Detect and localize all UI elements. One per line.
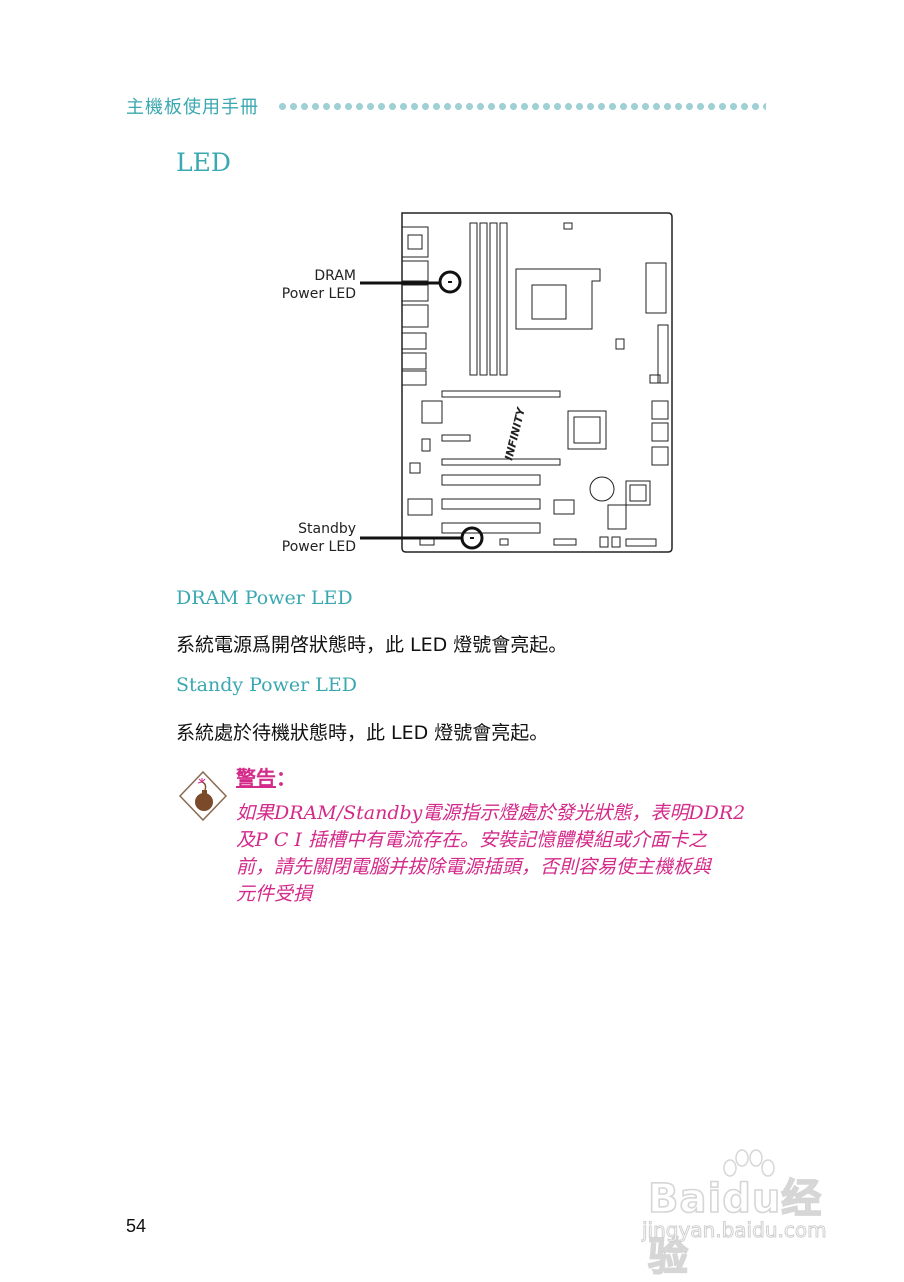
warning-line-1: 如果DRAM/Standby電源指示燈處於發光狀態，表明DDR2 (236, 802, 746, 824)
callout-standby-label: Standby Power LED (270, 520, 356, 556)
dram-text: 系統電源爲開啓狀態時，此 LED 燈號會亮起。 (176, 634, 568, 656)
callout-dram-line2: Power LED (281, 286, 356, 302)
watermark-url: jingyan.baidu.com (642, 1218, 828, 1243)
section-title: LED (176, 148, 231, 177)
warning-line-2: 及P C I 插槽中有電流存在。安裝記憶體模組或介面卡之 (236, 829, 707, 851)
header-title: 主機板使用手冊 (126, 97, 259, 118)
bomb-warning-icon (178, 770, 228, 822)
dram-heading: DRAM Power LED (176, 587, 353, 609)
warning-body: 如果DRAM/Standby電源指示燈處於發光狀態，表明DDR2 及P C I … (236, 800, 776, 908)
board-logo-text: INFINITY (502, 405, 528, 461)
warning-title: 警告： (236, 762, 296, 791)
running-header: 主機板使用手冊 (126, 92, 766, 120)
callout-dram-line1: DRAM (314, 268, 356, 284)
page-number: 54 (126, 1216, 147, 1236)
watermark-brand: Baidu经验 (647, 1175, 823, 1281)
standby-heading: Standy Power LED (176, 674, 357, 696)
standby-text: 系統處於待機狀態時，此 LED 燈號會亮起。 (176, 722, 549, 744)
warning-title-colon: ： (276, 766, 296, 790)
motherboard-diagram: INFINITY (360, 212, 673, 553)
warning-line-3: 前，請先關閉電腦并拔除電源插頭，否則容易使主機板與 (236, 856, 712, 878)
callout-standby-line2: Power LED (281, 539, 356, 555)
header-dot-rule (277, 101, 766, 111)
baidu-watermark: Baidu经验 jingyan.baidu.com (640, 1148, 860, 1281)
motherboard-figure: DRAM Power LED Standby Power LED (270, 205, 680, 560)
warning-line-4: 元件受損 (236, 883, 313, 905)
warning-title-text: 警告 (236, 766, 276, 790)
callout-dram-label: DRAM Power LED (270, 267, 356, 303)
callout-standby-line1: Standby (298, 521, 356, 537)
paw-icon (723, 1149, 775, 1177)
